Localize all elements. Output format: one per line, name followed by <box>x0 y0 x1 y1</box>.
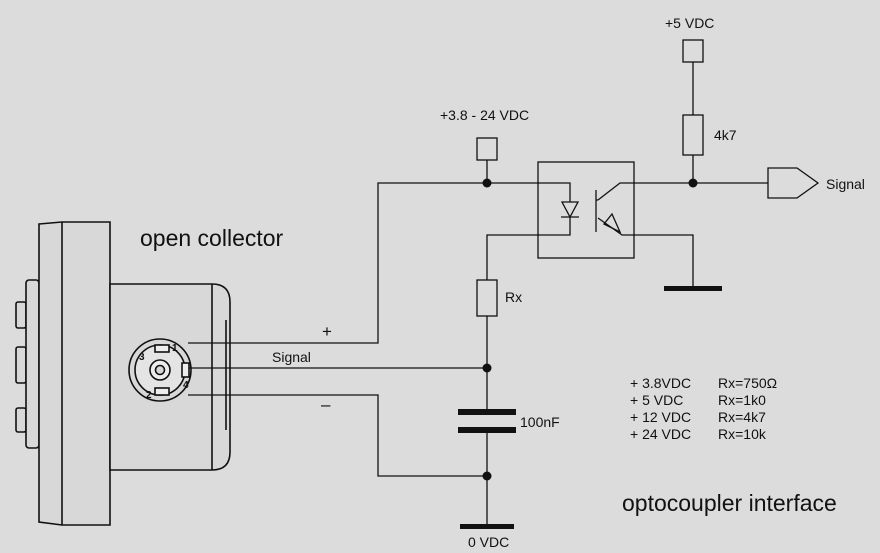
rx-table-voltage: + 24 VDC <box>630 426 691 442</box>
label-100nf: 100nF <box>520 414 560 430</box>
labels: open collector optocoupler interface +5 … <box>140 15 865 550</box>
wire-led-cathode <box>486 222 571 280</box>
title-optocoupler-interface: optocoupler interface <box>622 490 837 516</box>
terminal-3v8-24v <box>476 137 498 161</box>
capacitor-plate-top <box>458 409 516 415</box>
label-5vdc: +5 VDC <box>665 15 714 31</box>
sensor-flange <box>38 221 111 526</box>
clamp-plate <box>15 301 27 329</box>
junction-dot <box>688 178 698 188</box>
connector-pin-numbers: 1 2 3 4 <box>139 343 189 401</box>
junction-dot <box>482 471 492 481</box>
junction-dot <box>482 178 492 188</box>
sensor-device <box>15 221 231 526</box>
emitter-arrow <box>602 212 622 234</box>
optocoupler-package <box>537 161 635 259</box>
ground-symbol-right <box>664 286 722 291</box>
rx-table-voltage: + 5 VDC <box>630 392 683 408</box>
thick-symbols <box>458 286 722 529</box>
pin-2-socket <box>154 387 170 396</box>
label-rx: Rx <box>505 289 522 305</box>
resistor-4k7 <box>682 114 704 156</box>
pin-number-1: 1 <box>172 343 178 354</box>
resistor-rx <box>476 279 498 317</box>
label-wire-minus: – <box>321 395 331 414</box>
pin-number-3: 3 <box>139 352 145 363</box>
clamp-plate <box>15 407 27 433</box>
wire-plus <box>188 182 487 344</box>
junctions <box>482 178 698 481</box>
terminal-5v <box>682 39 704 63</box>
label-0vdc: 0 VDC <box>468 534 509 549</box>
rx-table-value: Rx=1k0 <box>718 392 766 408</box>
rx-table-value: Rx=750Ω <box>718 375 777 391</box>
pin-number-2: 2 <box>146 390 152 401</box>
wire-led-anode <box>487 182 571 198</box>
label-wire-plus: + <box>322 322 332 341</box>
junction-dot <box>482 363 492 373</box>
label-4k7: 4k7 <box>714 127 737 143</box>
sensor-flange-back <box>25 279 40 449</box>
signal-output-flag <box>767 167 820 199</box>
rx-table-value: Rx=10k <box>718 426 767 442</box>
ground-symbol-left <box>460 524 514 529</box>
label-wire-signal: Signal <box>272 349 311 365</box>
wire-collector-out <box>597 182 768 201</box>
title-open-collector: open collector <box>140 225 284 251</box>
pin-1-socket <box>154 344 170 353</box>
rx-table-voltage: + 12 VDC <box>630 409 691 425</box>
label-signal-output: Signal <box>826 176 865 192</box>
rx-table-value: Rx=4k7 <box>718 409 766 425</box>
clamp-plate <box>15 346 27 384</box>
pin-4-socket <box>181 362 190 378</box>
connector-key <box>154 364 166 376</box>
rx-table: + 3.8VDC Rx=750Ω + 5 VDC Rx=1k0 + 12 VDC… <box>630 375 777 442</box>
wire-minus <box>188 394 487 477</box>
pin-number-4: 4 <box>183 380 189 391</box>
wiring <box>188 62 768 526</box>
capacitor-plate-bottom <box>458 427 516 433</box>
rx-table-voltage: + 3.8VDC <box>630 375 691 391</box>
led-symbol <box>560 201 580 219</box>
components <box>476 39 820 317</box>
label-3v8-24vdc: +3.8 - 24 VDC <box>440 107 529 123</box>
